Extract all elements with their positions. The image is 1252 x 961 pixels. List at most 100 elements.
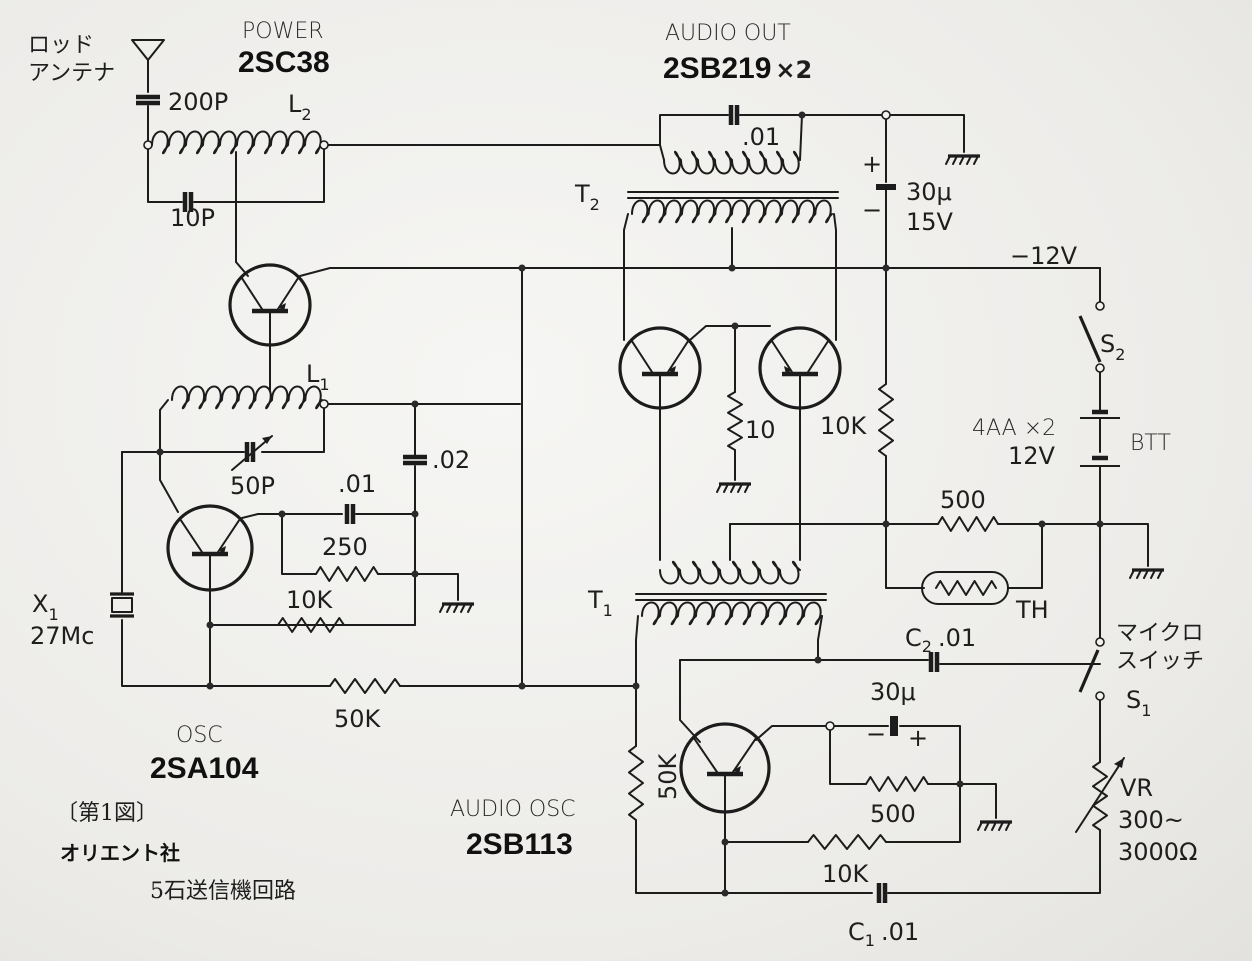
ground-out — [744, 483, 750, 493]
ground-osc — [439, 603, 445, 613]
junction-dot — [518, 264, 526, 272]
junction-dot — [411, 570, 419, 578]
s2-switch-lever — [1078, 315, 1102, 363]
t1-label: T1 — [587, 586, 613, 620]
supply-voltage-label: −12V — [1010, 242, 1078, 270]
wire — [755, 725, 831, 741]
power-stage-part: 2SC38 — [238, 46, 330, 79]
wire — [829, 725, 867, 785]
junction-dot — [882, 520, 890, 528]
wire — [1099, 523, 1149, 567]
c-elec-out — [876, 184, 896, 190]
wire — [959, 783, 997, 819]
c2-label: C2.01 — [905, 624, 976, 656]
wire — [659, 144, 665, 161]
audio-out-part: 2SB219×2 — [663, 52, 812, 85]
wire — [261, 403, 325, 453]
c1-label: C1.01 — [848, 918, 919, 950]
t1-primary — [641, 601, 823, 626]
thermistor-element — [935, 580, 997, 596]
terminal — [1095, 363, 1105, 373]
labels: ロッド アンテナ 200P POWER 2SC38 L2 10P AUDIO O… — [28, 19, 1204, 950]
wire — [801, 114, 965, 153]
out-transistor-right-collector — [807, 339, 830, 373]
junction-dot — [798, 111, 806, 119]
t1-secondary — [659, 560, 801, 585]
wire — [281, 513, 317, 575]
s1-label-line2: スイッチ — [1116, 649, 1204, 674]
wire — [635, 819, 873, 894]
ground-out — [737, 483, 743, 493]
ground-t2 — [973, 155, 979, 165]
terminal — [1095, 637, 1105, 647]
wire — [414, 573, 459, 601]
wire — [209, 589, 279, 626]
wire — [689, 325, 771, 341]
c-elec-out-value: 30μ — [906, 178, 952, 206]
terminal — [881, 110, 891, 120]
s2-label: S2 — [1100, 330, 1125, 364]
junction-dot — [721, 889, 729, 897]
crystal-icon — [111, 597, 133, 613]
c-elec-aosc — [890, 716, 898, 736]
out-transistor-left-arrow-icon — [668, 366, 676, 374]
c-t2-label: .01 — [742, 123, 780, 151]
r-th-label: 500 — [940, 486, 986, 514]
r-emitter-out-label: 10 — [745, 416, 776, 444]
r-aosc-base — [807, 834, 887, 850]
power-stage-role: POWER — [242, 19, 324, 44]
ground-osc — [460, 603, 466, 613]
ground-t2 — [959, 155, 965, 165]
junction-dot — [278, 510, 286, 518]
wire — [817, 615, 823, 661]
power-transistor-collector — [240, 276, 263, 310]
wire — [833, 213, 837, 341]
ground-osc — [467, 603, 473, 613]
r-bias-out — [878, 383, 894, 457]
ground-aosc — [977, 821, 983, 831]
c-antenna-label: 200P — [168, 88, 228, 116]
terminal — [319, 399, 329, 409]
osc-transistor-collector — [178, 517, 203, 553]
wire — [299, 267, 1101, 277]
figure-caption: 〔第1図〕 — [56, 801, 158, 826]
thermistor-icon — [921, 571, 1009, 605]
wire — [635, 615, 639, 687]
wire — [241, 513, 283, 519]
r-emitter-out — [727, 391, 743, 451]
r-bias-out-label: 10K — [820, 412, 868, 440]
r-osc-base-label: 10K — [286, 586, 334, 614]
ground-osc — [446, 603, 452, 613]
audio-osc-part: 2SB113 — [466, 828, 573, 861]
out-transistor-left-emitter — [667, 339, 690, 373]
audio-osc-role: AUDIO OSC — [450, 797, 576, 822]
ground-aosc — [984, 821, 990, 831]
c-elec-out-minus: − — [862, 196, 882, 224]
terminal — [1095, 691, 1105, 701]
c-elec-aosc-minus: − — [866, 720, 886, 748]
r-osc-emitter — [315, 566, 379, 582]
r-th — [937, 516, 999, 532]
ground-aosc — [1005, 821, 1011, 831]
ground-aosc — [991, 821, 997, 831]
osc-transistor-emitter — [217, 517, 242, 553]
wire — [659, 114, 729, 146]
ground-t2 — [945, 155, 951, 165]
terminal — [825, 721, 835, 731]
c-elec-out-voltage: 15V — [906, 208, 954, 236]
terminal — [1095, 301, 1105, 311]
junction-dot — [411, 400, 419, 408]
out-transistor-left-collector — [630, 339, 653, 373]
junction-dot — [1096, 520, 1104, 528]
c-l2-label: 10P — [170, 204, 215, 232]
c-osc-b-label: .02 — [432, 446, 470, 474]
osc-transistor-arrow-icon — [218, 546, 226, 554]
c-var-arrow-head — [262, 436, 272, 444]
junction-dot — [956, 780, 964, 788]
ground-out — [730, 483, 736, 493]
vr-arrow-icon — [1075, 757, 1125, 833]
terminal — [143, 140, 153, 150]
r-mod — [329, 678, 401, 694]
antenna-label-line1: ロッド — [28, 33, 94, 58]
junction-dot — [156, 448, 164, 456]
